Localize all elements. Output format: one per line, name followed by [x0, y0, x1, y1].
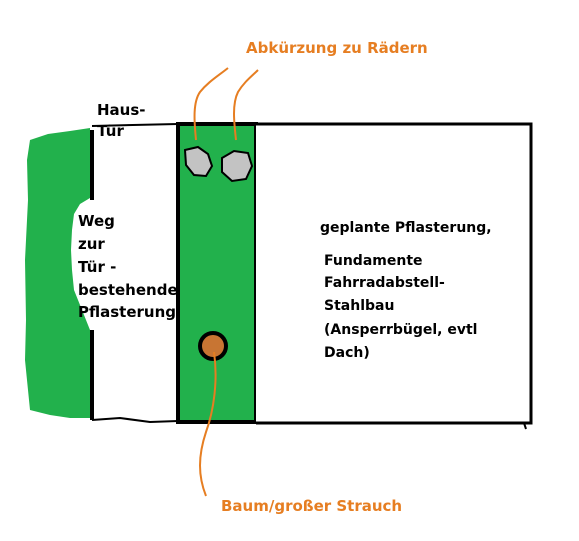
planned-paving-area [256, 122, 533, 425]
tree-label: Baum/großer Strauch [221, 497, 403, 515]
shortcut-pointer-2 [233, 69, 259, 141]
stone-right [221, 149, 254, 183]
foundation-label-line2: Fahrradabstell- [324, 275, 445, 291]
path-label-line5: Pflasterung [78, 303, 176, 321]
path-label-line3: Tür - [78, 258, 117, 276]
tree-marker [198, 331, 228, 361]
path-bottom-edge [91, 416, 179, 424]
shortcut-pointer-1 [193, 67, 229, 141]
path-label-line1: Weg [78, 212, 115, 230]
foundation-label-line3: Stahlbau [324, 298, 395, 314]
foundation-label-line1: Fundamente [324, 253, 423, 269]
path-label-line4: bestehende [78, 281, 178, 299]
path-label-line2: zur [78, 235, 105, 253]
tree-pointer [199, 351, 217, 497]
stone-left [183, 145, 214, 178]
door-label-line2: Tür [97, 122, 124, 140]
foundation-label-line4: (Ansperrbügel, evtl [324, 322, 478, 338]
left-lawn-area [25, 128, 90, 418]
door-label-line1: Haus- [97, 101, 146, 119]
foundation-label-line5: Dach) [324, 345, 370, 361]
corner-tick [523, 422, 527, 430]
shortcut-label: Abkürzung zu Rädern [246, 39, 428, 57]
top-edge-line [91, 123, 179, 127]
planned-paving-label: geplante Pflasterung, [320, 220, 492, 236]
